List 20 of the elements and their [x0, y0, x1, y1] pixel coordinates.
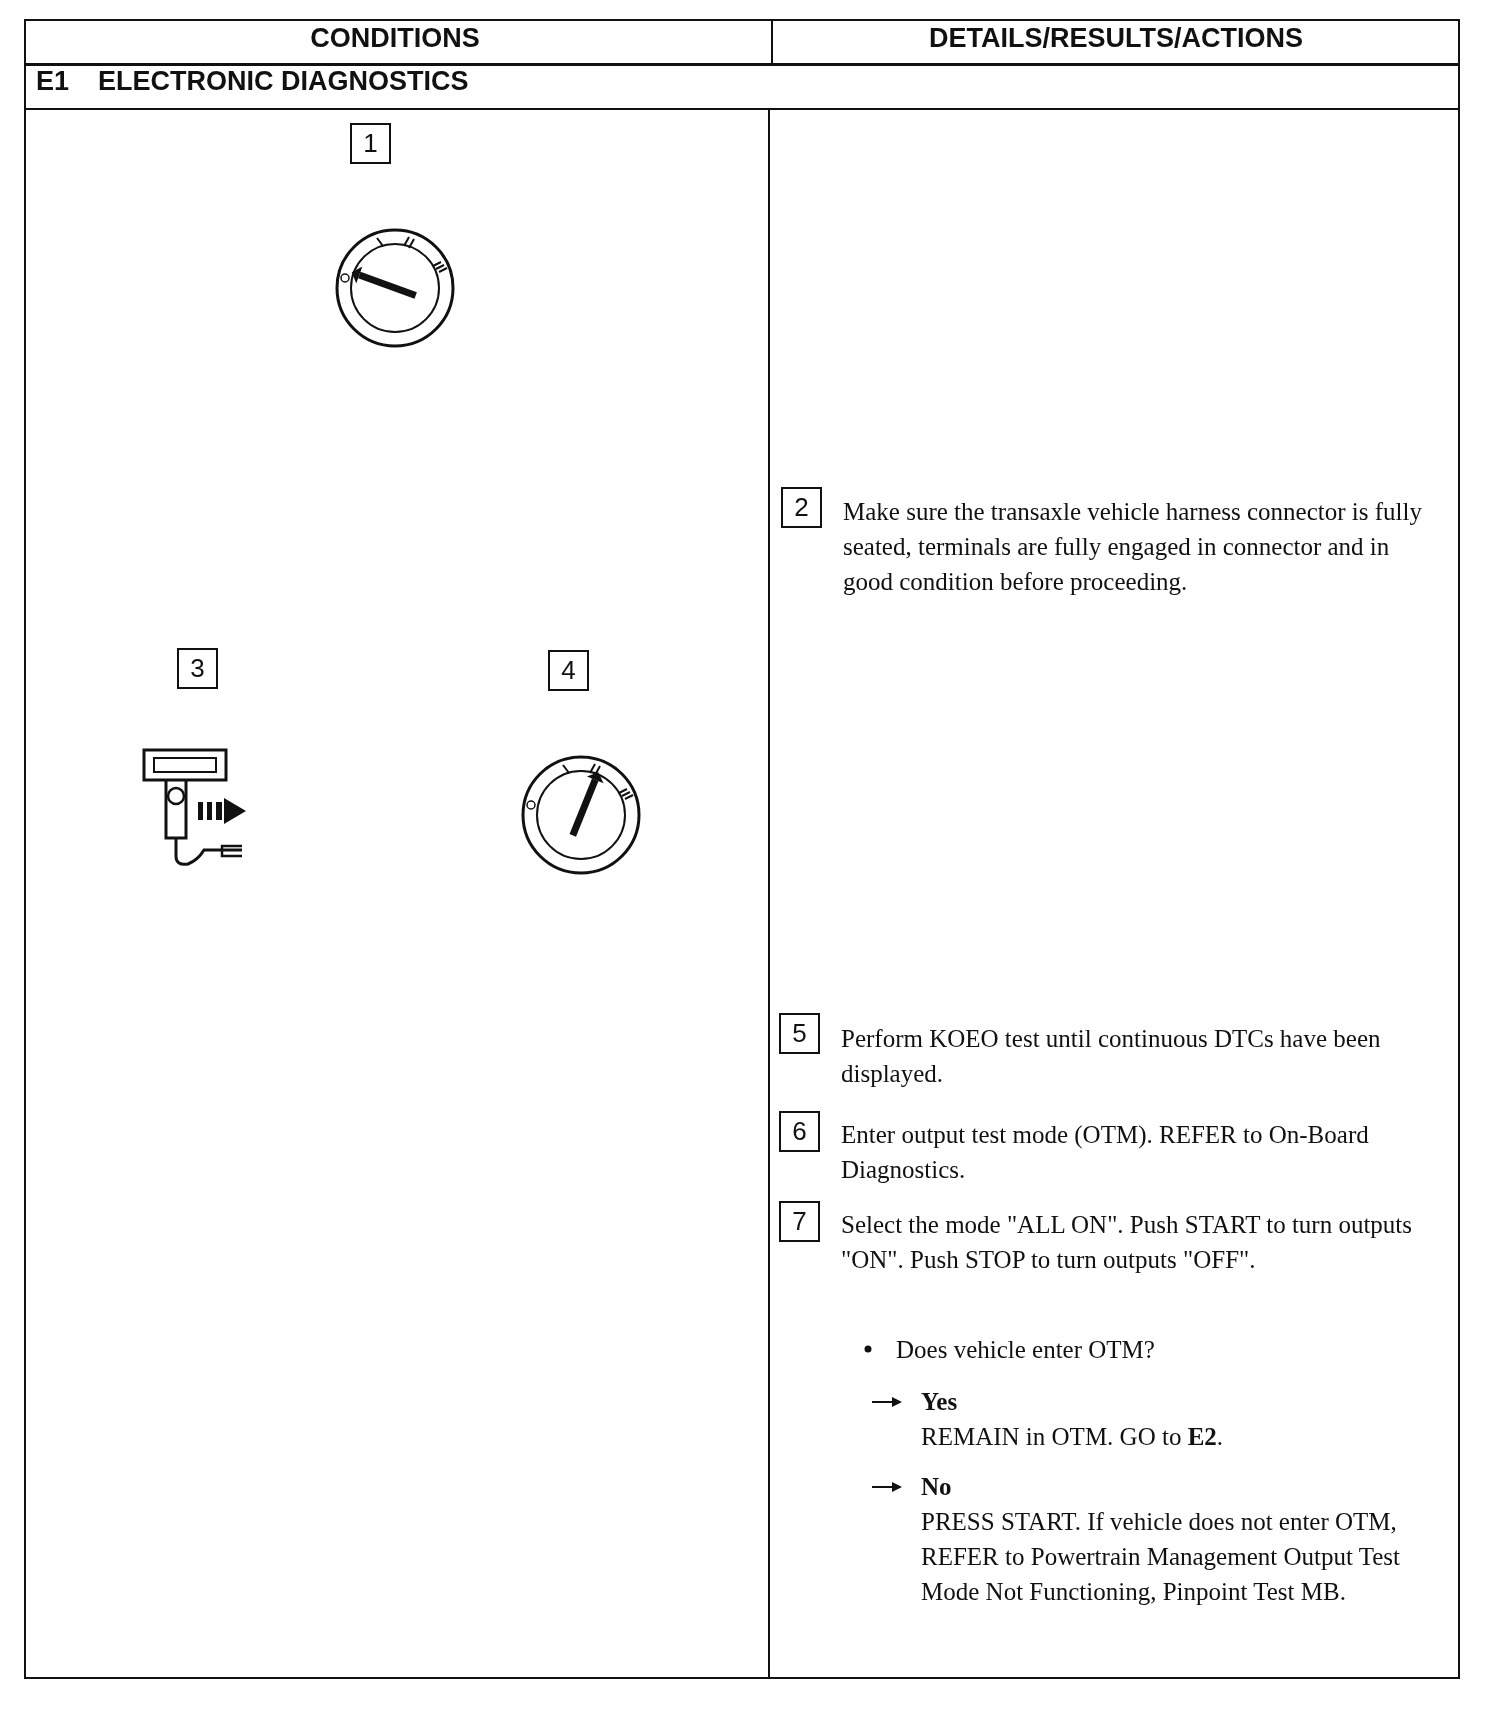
instruction-text: Does vehicle enter OTM? — [896, 1335, 1156, 1365]
section-heading: ELECTRONIC DIAGNOSTICS — [98, 66, 469, 97]
answer-heading: No — [921, 1472, 953, 1502]
callout-number: 7 — [779, 1201, 820, 1242]
column-header: CONDITIONS — [310, 23, 480, 54]
callout-number: 5 — [779, 1013, 820, 1054]
step-text: Make sure the transaxle vehicle harness connector is fully seated, terminals are fully engaged in connector and in good condition before proceeding. — [843, 497, 1423, 597]
callout-number: 6 — [779, 1111, 820, 1152]
callout-number: 2 — [781, 487, 822, 528]
step-text: Select the mode "ALL ON". Push START to turn outputs "ON". Push STOP to turn outputs "OFF". — [841, 1210, 1414, 1275]
section-heading: E1 — [36, 66, 70, 97]
instruction-text: REMAIN in OTM. GO to E2. — [921, 1422, 1225, 1452]
answer-heading: Yes — [921, 1387, 959, 1417]
callout-number: 4 — [548, 650, 589, 691]
step-text: Perform KOEO test until continuous DTCs have been displayed. — [841, 1024, 1382, 1089]
instruction-text: PRESS START. If vehicle does not enter OTM, REFER to Powertrain Management Output Test Mode Not Functioning, Pinpoint Test MB. — [921, 1507, 1401, 1607]
callout-number: 1 — [350, 123, 391, 164]
step-text: Enter output test mode (OTM). REFER to On-Board Diagnostics. — [841, 1120, 1370, 1185]
callout-number: 3 — [177, 648, 218, 689]
column-header: DETAILS/RESULTS/ACTIONS — [929, 23, 1303, 54]
